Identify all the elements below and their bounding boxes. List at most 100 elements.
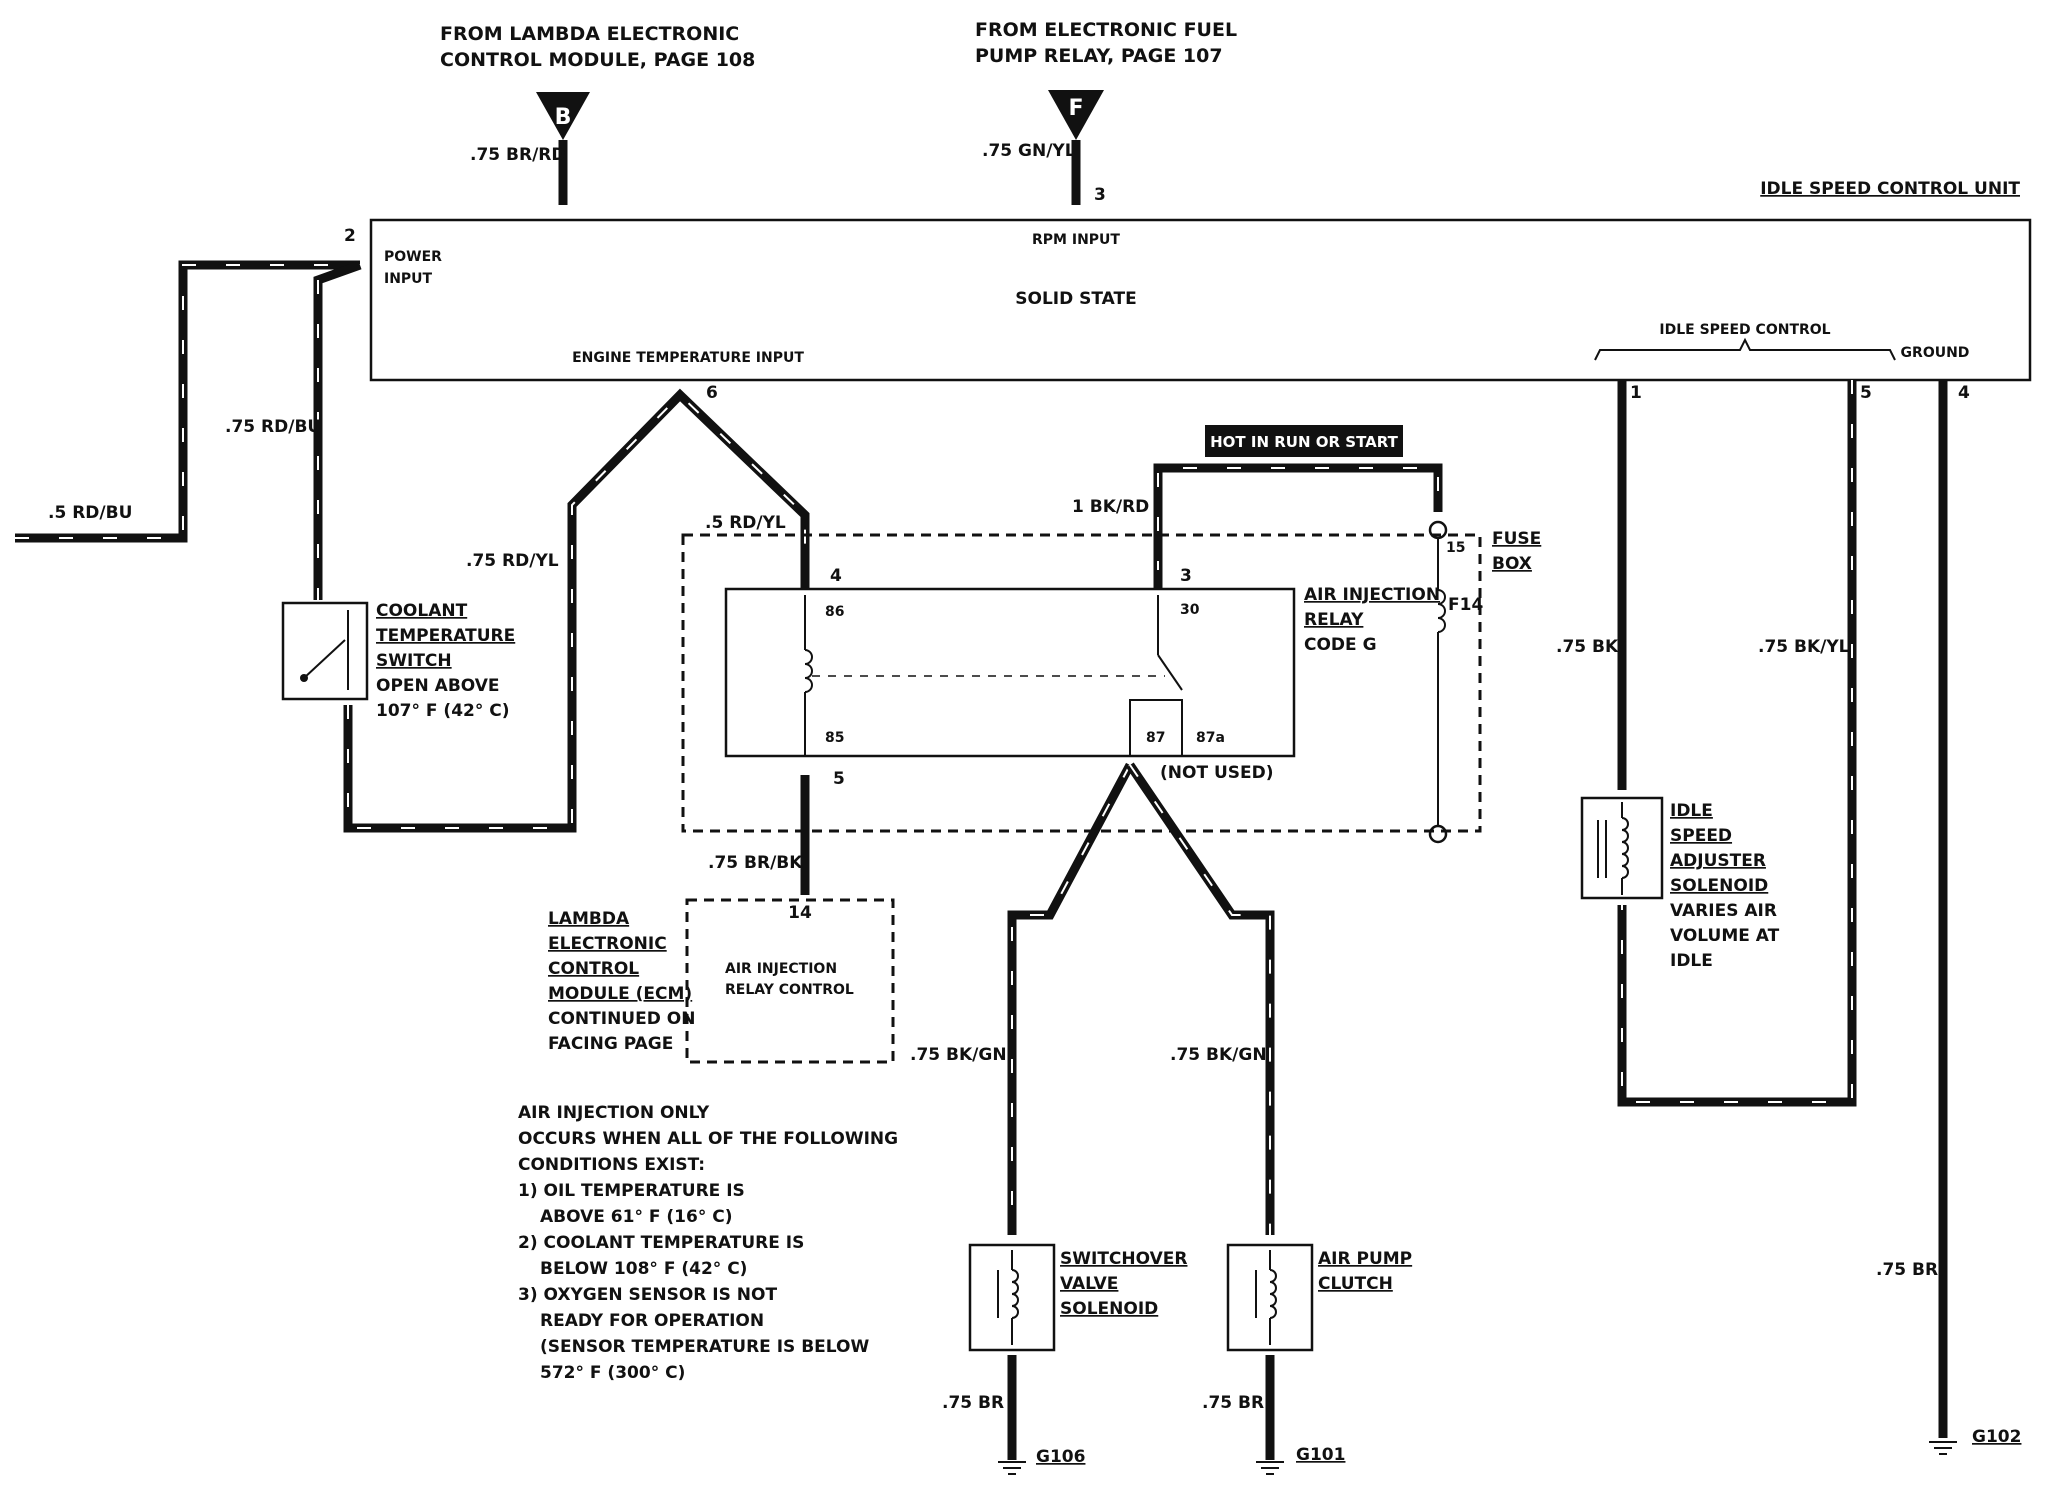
idle-solenoid-line6: VOLUME AT (1670, 926, 1780, 946)
switchover-solenoid-box (968, 1243, 1056, 1352)
power-input-line2: INPUT (384, 271, 433, 287)
connector-f: FROM ELECTRONIC FUEL PUMP RELAY, PAGE 10… (975, 19, 1237, 205)
idle-solenoid-line5: VARIES AIR (1670, 901, 1777, 921)
ecm-pin: 14 (788, 903, 812, 923)
connector-f-pin: 3 (1094, 185, 1106, 205)
switchover-coil (1011, 1269, 1019, 1319)
relay-box (724, 587, 1296, 758)
ground-g101-icon (1256, 1461, 1284, 1475)
relay-pin3: 3 (1180, 566, 1192, 586)
air-injection-relay: 4 3 86 85 30 87 87a (NOT USED) 5 AIR INJ… (681, 533, 1482, 833)
idle-solenoid-line2: SPEED (1670, 826, 1732, 846)
ecm-line4: MODULE (ECM) (548, 984, 692, 1004)
ecm-line5: CONTINUED ON (548, 1009, 695, 1029)
wire-label-rd-bu-05: .5 RD/BU (48, 503, 132, 523)
wire-label-rd-yl-05: .5 RD/YL (705, 513, 786, 533)
fuse-terminal-bottom (1428, 824, 1448, 844)
wire-label-bk-yl: .75 BK/YL (1758, 637, 1850, 657)
switchover-line1: SWITCHOVER (1060, 1249, 1187, 1269)
ground-g106-label: G106 (1036, 1447, 1085, 1467)
power-input-circuit: .5 RD/BU .75 RD/BU COOLANT TEMPERATURE S… (15, 260, 810, 833)
coolant-switch-line5: 107° F (42° C) (376, 701, 510, 721)
relay-pin4: 4 (830, 566, 842, 586)
relay-line2: RELAY (1304, 610, 1364, 630)
note-line10: (SENSOR TEMPERATURE IS BELOW (540, 1337, 869, 1357)
coolant-switch-line2: TEMPERATURE (376, 626, 515, 646)
connector-f-letter: F (1068, 96, 1083, 121)
wire-label-bk-rd: 1 BK/RD (1072, 497, 1149, 517)
note-line1: AIR INJECTION ONLY (518, 1103, 710, 1123)
connector-f-from-line1: FROM ELECTRONIC FUEL (975, 19, 1237, 41)
fuse-label: F14 (1448, 595, 1483, 615)
connector-b-letter: B (555, 105, 572, 130)
ecm-line6: FACING PAGE (548, 1034, 673, 1054)
ecm-inner1: AIR INJECTION (725, 961, 837, 977)
wire-bk-yl (1617, 380, 1857, 1107)
wire-label-gn-yl: .75 GN/YL (982, 141, 1076, 161)
wire-label-br-ground: .75 BR (1876, 1260, 1938, 1280)
note-line2: OCCURS WHEN ALL OF THE FOLLOWING (518, 1129, 898, 1149)
wire-label-bk-gn-right: .75 BK/GN (1170, 1045, 1267, 1065)
idle-speed-control-label: IDLE SPEED CONTROL (1659, 322, 1830, 338)
power-input-line1: POWER (384, 249, 442, 265)
ecm-line3: CONTROL (548, 959, 639, 979)
air-pump-line1: AIR PUMP (1318, 1249, 1412, 1269)
fuse-pin: 15 (1446, 540, 1465, 556)
relay-terminal-85: 85 (825, 730, 844, 746)
wire-label-rd-yl-075: .75 RD/YL (466, 551, 559, 571)
relay-pin5: 5 (833, 769, 845, 789)
ground-g102-icon (1929, 1441, 1957, 1455)
connector-b-from-line1: FROM LAMBDA ELECTRONIC (440, 23, 739, 45)
idle-speed-control-unit: IDLE SPEED CONTROL UNIT POWER INPUT 2 RP… (344, 179, 2032, 403)
relay-line1: AIR INJECTION (1304, 585, 1440, 605)
fuse-f14 (1437, 589, 1446, 633)
fuse-box-line2: BOX (1492, 554, 1532, 574)
wire-label-br-bk: .75 BR/BK (708, 853, 803, 873)
coolant-switch-box (281, 601, 369, 701)
note-line3: CONDITIONS EXIST: (518, 1155, 705, 1175)
note-line4: 1) OIL TEMPERATURE IS (518, 1181, 745, 1201)
note-line7: BELOW 108° F (42° C) (540, 1259, 747, 1279)
conditions-note: AIR INJECTION ONLY OCCURS WHEN ALL OF TH… (518, 1103, 898, 1383)
ground-g101-label: G101 (1296, 1445, 1345, 1465)
air-pump-coil (1269, 1269, 1277, 1319)
isc-unit-title: IDLE SPEED CONTROL UNIT (1760, 179, 2020, 199)
switchover-line3: SOLENOID (1060, 1299, 1158, 1319)
isc-pin5: 5 (1860, 383, 1872, 403)
solid-state-label: SOLID STATE (1015, 289, 1136, 309)
coolant-switch-line4: OPEN ABOVE (376, 676, 500, 696)
wire-label-bk: .75 BK (1556, 637, 1619, 657)
wire-label-br-mid: .75 BR (1202, 1393, 1264, 1413)
relay-switch-arm (1157, 654, 1183, 691)
relay-terminal-86: 86 (825, 604, 844, 620)
ecm-line1: LAMBDA (548, 909, 630, 929)
ground-label: GROUND (1901, 345, 1970, 361)
note-line11: 572° F (300° C) (540, 1363, 685, 1383)
idle-speed-control-brace (1594, 337, 1896, 361)
note-line5: ABOVE 61° F (16° C) (540, 1207, 733, 1227)
fuse-box-line1: FUSE (1492, 529, 1541, 549)
main-ground-circuit: .75 BR G102 (1876, 380, 2021, 1455)
wire-bk-gn-left (1007, 762, 1134, 1235)
idle-speed-adjuster-circuit: .75 BK .75 BK/YL IDLE SPEED ADJUSTER SOL… (1556, 380, 1857, 1107)
isc-unit-box (369, 218, 2032, 382)
idle-solenoid-line1: IDLE (1670, 801, 1713, 821)
ecm-line2: ELECTRONIC (548, 934, 667, 954)
hot-label-box (1205, 425, 1403, 457)
wire-bk-rd (1153, 463, 1443, 575)
idle-solenoid-box (1580, 796, 1664, 900)
note-line6: 2) COOLANT TEMPERATURE IS (518, 1233, 804, 1253)
relay-terminal-87a: 87a (1196, 730, 1225, 746)
wire-label-rd-bu-075: .75 RD/BU (225, 417, 321, 437)
engine-temp-pin: 6 (706, 383, 718, 403)
relay-not-used: (NOT USED) (1160, 763, 1274, 783)
isc-pin1: 1 (1630, 383, 1642, 403)
wire-label-br-rd: .75 BR/RD (470, 145, 566, 165)
power-pin: 2 (344, 226, 356, 246)
note-line8: 3) OXYGEN SENSOR IS NOT (518, 1285, 777, 1305)
relay-terminal-87: 87 (1146, 730, 1165, 746)
connector-f-symbol (1048, 90, 1104, 140)
air-pump-line2: CLUTCH (1318, 1274, 1393, 1294)
rpm-input-label: RPM INPUT (1032, 232, 1120, 248)
connector-b: FROM LAMBDA ELECTRONIC CONTROL MODULE, P… (440, 23, 755, 205)
